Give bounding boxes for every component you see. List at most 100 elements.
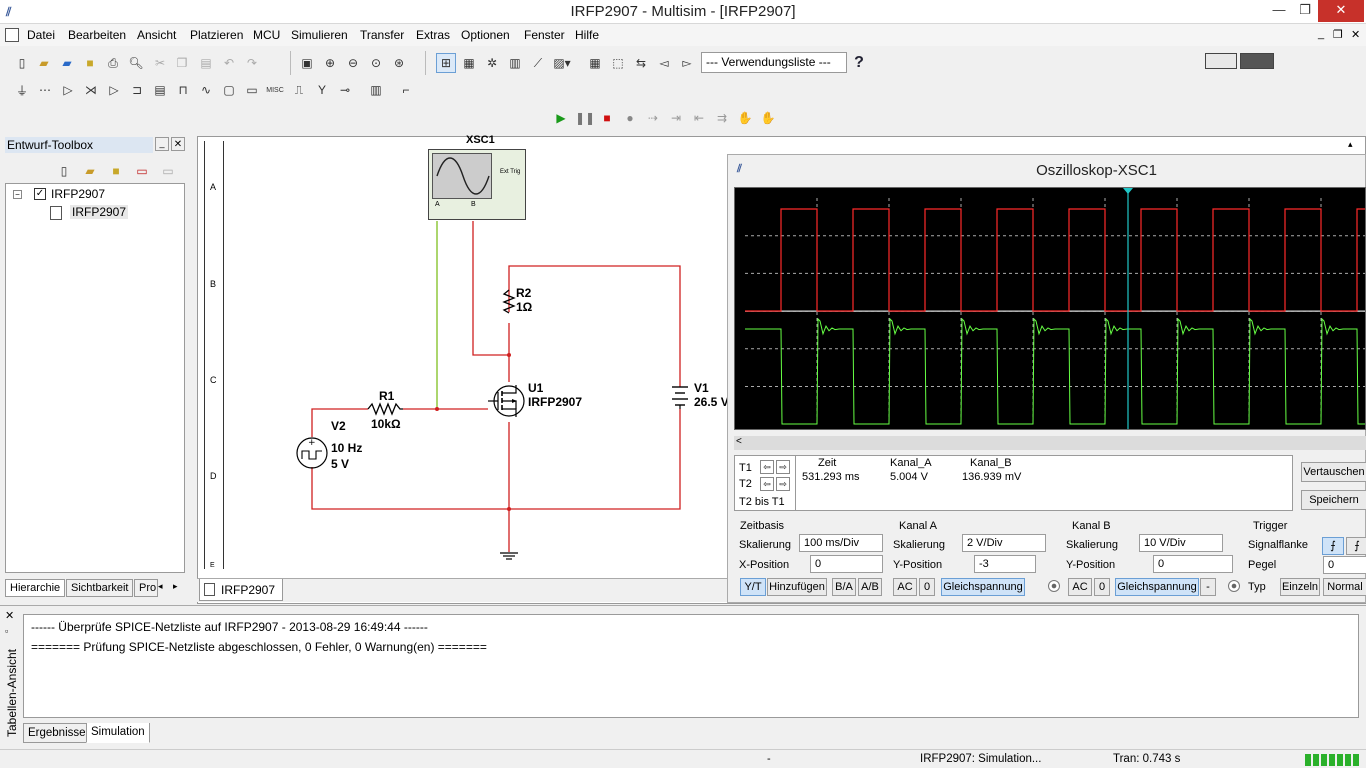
toolbox-toggle-icon[interactable]: ⊞: [436, 53, 456, 73]
source-icon[interactable]: ⏚: [15, 83, 28, 98]
undo-icon[interactable]: ↶: [223, 56, 235, 70]
open-sample-icon[interactable]: ▰: [62, 56, 72, 70]
mdi-minimize-button[interactable]: _: [1318, 28, 1325, 40]
analog-icon[interactable]: ▷: [109, 83, 119, 97]
usage-list-select[interactable]: --- Verwendungsliste ---: [701, 52, 847, 73]
tab-hierarchy[interactable]: Hierarchie: [5, 579, 66, 597]
channel-b-scale-field[interactable]: 10 V/Div: [1139, 534, 1223, 552]
tree-child-label[interactable]: IRFP2907: [70, 205, 129, 219]
swap-button[interactable]: Vertauschen: [1301, 462, 1366, 482]
collapse-icon[interactable]: −: [13, 190, 22, 199]
erc-icon[interactable]: ▦: [589, 56, 601, 70]
channel-a-dc-button[interactable]: Gleichspannung: [941, 578, 1025, 596]
tree-root-label[interactable]: IRFP2907: [51, 187, 106, 201]
mcu-icon[interactable]: ▥: [370, 83, 382, 97]
channel-a-ypos-field[interactable]: -3: [974, 555, 1036, 573]
menu-fenster[interactable]: Fenster: [524, 28, 565, 42]
menu-platzieren[interactable]: Platzieren: [190, 28, 244, 42]
save-design-icon[interactable]: ■: [112, 164, 120, 178]
mixed-icon[interactable]: ∿: [200, 83, 212, 97]
trigger-single-button[interactable]: Einzeln: [1280, 578, 1320, 596]
remove-breakpoints-icon[interactable]: ✋: [760, 111, 776, 125]
menu-optionen[interactable]: Optionen: [461, 28, 510, 42]
stop-icon[interactable]: ■: [603, 111, 611, 125]
spreadsheet-close-button[interactable]: ✕: [5, 610, 15, 622]
paste-icon[interactable]: ▤: [200, 56, 212, 70]
tab-project[interactable]: Pro: [134, 579, 158, 597]
rf-icon[interactable]: Y: [317, 83, 326, 97]
t2-right-arrow[interactable]: ⇨: [776, 477, 790, 491]
electromech-icon[interactable]: ⊸: [339, 83, 351, 97]
checkbox-icon[interactable]: ✓: [34, 188, 46, 200]
cut-icon[interactable]: ✂: [154, 56, 166, 70]
menu-mcu[interactable]: MCU: [253, 28, 281, 42]
zoom-in-icon[interactable]: ⊕: [324, 56, 336, 70]
close-button[interactable]: ✕: [1318, 0, 1364, 22]
channel-a-zero-button[interactable]: 0: [919, 578, 935, 596]
zoom-fit-icon[interactable]: ⊛: [393, 56, 405, 70]
zoom-area-icon[interactable]: ⊙: [370, 56, 382, 70]
tab-scroll-left-icon[interactable]: ◂: [158, 581, 163, 591]
database-icon[interactable]: ✲: [486, 56, 498, 70]
tab-sheet-irfp2907[interactable]: IRFP2907: [199, 579, 283, 601]
channel-b-zero-button[interactable]: 0: [1094, 578, 1110, 596]
tab-scroll-right-icon[interactable]: ▸: [173, 581, 178, 591]
mdi-close-button[interactable]: ✕: [1351, 29, 1361, 41]
component-wizard-icon[interactable]: ▥: [509, 56, 521, 70]
remove-icon[interactable]: ▭: [162, 164, 174, 178]
channel-b-invert-button[interactable]: -: [1200, 578, 1216, 596]
channel-b-ac-button[interactable]: AC: [1068, 578, 1092, 596]
breadboard-icon[interactable]: [1240, 53, 1274, 69]
toolbox-minimize-button[interactable]: _: [155, 137, 169, 151]
channel-b-dc-button[interactable]: Gleichspannung: [1115, 578, 1199, 596]
ba-button[interactable]: B/A: [832, 578, 856, 596]
save-icon[interactable]: ■: [86, 56, 94, 70]
pause-icon[interactable]: ❚❚: [574, 111, 596, 125]
power-icon[interactable]: ▭: [246, 83, 258, 97]
zoom-out-icon[interactable]: ⊖: [347, 56, 359, 70]
misc-icon[interactable]: MISC: [266, 86, 284, 94]
t1-left-arrow[interactable]: ⇦: [760, 460, 774, 474]
advanced-icon[interactable]: ⎍: [294, 82, 304, 97]
grapher-icon[interactable]: ⟋: [533, 55, 543, 70]
t2-left-arrow[interactable]: ⇦: [760, 477, 774, 491]
add-button[interactable]: Hinzufügen: [767, 578, 827, 596]
menu-hilfe[interactable]: Hilfe: [575, 28, 600, 42]
copy-icon[interactable]: ❐: [176, 56, 188, 70]
falling-edge-icon[interactable]: ⨍: [1346, 537, 1366, 555]
open-design-icon[interactable]: ▰: [85, 164, 95, 178]
scope-hscroll[interactable]: <: [734, 436, 1366, 450]
toolbox-close-button[interactable]: ✕: [171, 137, 185, 151]
channel-a-ac-button[interactable]: AC: [893, 578, 917, 596]
x-position-field[interactable]: 0: [810, 555, 883, 573]
scroll-left-icon[interactable]: <: [736, 436, 742, 447]
channel-a-radio[interactable]: [1048, 580, 1060, 592]
transistor-icon[interactable]: ⋊: [85, 83, 97, 97]
minimize-button[interactable]: —: [1272, 2, 1286, 17]
backannotate-icon[interactable]: ⇆: [635, 56, 647, 70]
new-file-icon[interactable]: ▯: [18, 56, 26, 70]
indicator-icon[interactable]: ▢: [223, 83, 235, 97]
timebase-scale-field[interactable]: 100 ms/Div: [799, 534, 883, 552]
report-icon[interactable]: ⬚: [612, 56, 624, 70]
maximize-button[interactable]: ❐: [1299, 2, 1311, 17]
menu-simulieren[interactable]: Simulieren: [291, 28, 348, 42]
menu-extras[interactable]: Extras: [416, 28, 451, 42]
trigger-normal-button[interactable]: Normal: [1323, 578, 1366, 596]
ab-button[interactable]: A/B: [858, 578, 882, 596]
menu-ansicht[interactable]: Ansicht: [137, 28, 177, 42]
ttl-icon[interactable]: ⊐: [131, 83, 143, 97]
step-into-icon[interactable]: ⇢: [647, 111, 659, 125]
step-out-icon[interactable]: ⇤: [693, 111, 705, 125]
print-preview-icon[interactable]: 🔍︎: [128, 56, 144, 70]
instrument-icon[interactable]: [1205, 53, 1237, 69]
open-folder-icon[interactable]: ▰: [39, 56, 49, 70]
misc-digital-icon[interactable]: ⊓: [178, 83, 188, 97]
tab-visibility[interactable]: Sichtbarkeit: [66, 579, 134, 597]
menu-bearbeiten[interactable]: Bearbeiten: [68, 28, 127, 42]
print-icon[interactable]: ⎙: [108, 55, 118, 70]
yt-button[interactable]: Y/T: [740, 578, 766, 596]
redo-icon[interactable]: ↷: [246, 56, 258, 70]
tab-simulation[interactable]: Simulation: [86, 723, 150, 743]
fullscreen-icon[interactable]: ▣: [301, 56, 313, 70]
